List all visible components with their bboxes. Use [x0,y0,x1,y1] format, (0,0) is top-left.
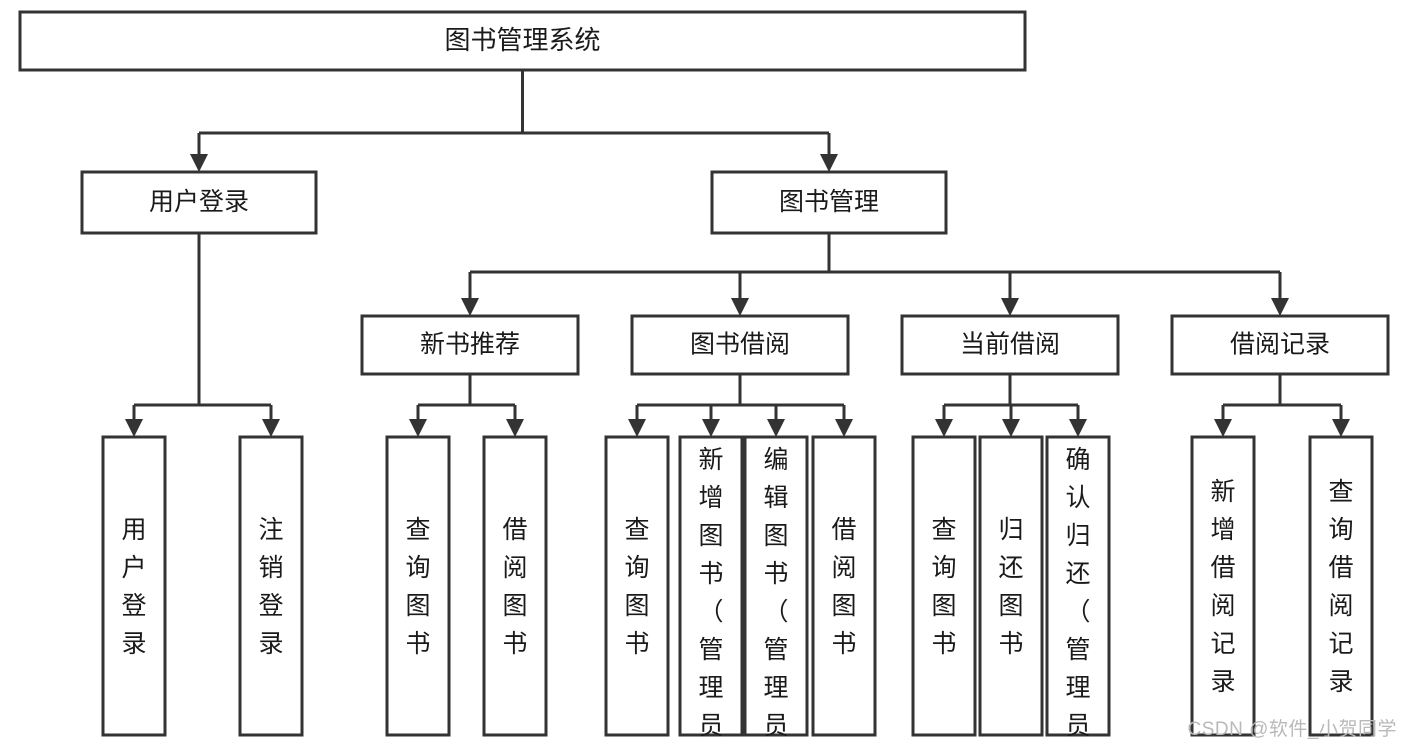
node-label: 查询借阅记录 [1328,478,1353,696]
node-l3_a2[interactable]: 注销登录 [238,435,304,737]
node-box [238,435,304,737]
node-box [978,435,1044,737]
arrow-head-icon [1271,298,1289,316]
node-box [630,314,850,376]
arrow-head-icon [1332,419,1350,437]
arrow-head-icon [506,419,524,437]
node-l3_d1[interactable]: 查询图书 [911,435,977,737]
node-l1_user_login[interactable]: 用户登录 [80,170,318,235]
node-box [604,435,670,737]
node-label: 借阅图书 [831,516,856,658]
node-label: 归还图书 [998,516,1023,658]
node-l3_c2[interactable]: 新增图书（管理员） [678,435,744,747]
node-box [743,435,809,737]
node-box [385,435,451,737]
node-box [1045,435,1111,737]
node-label: 用户登录 [149,188,249,216]
node-label: 新增借阅记录 [1210,478,1235,696]
node-root[interactable]: 图书管理系统 [18,10,1027,72]
node-label: 查询图书 [624,516,649,658]
node-label: 编辑图书（管理员） [763,446,788,747]
node-label: 确认归还（管理员） [1065,446,1090,747]
node-l3_b1[interactable]: 查询图书 [385,435,451,737]
node-label: 图书管理系统 [444,25,600,55]
node-l3_c1[interactable]: 查询图书 [604,435,670,737]
arrow-head-icon [1069,419,1087,437]
node-l2_loan_record[interactable]: 借阅记录 [1170,314,1390,376]
node-box [18,10,1027,72]
arrow-head-icon [767,419,785,437]
node-l3_b2[interactable]: 借阅图书 [482,435,548,737]
arrow-head-icon [1001,298,1019,316]
node-l3_e1[interactable]: 新增借阅记录 [1190,435,1256,737]
node-box [1308,435,1374,737]
node-l2_book_borrow[interactable]: 图书借阅 [630,314,850,376]
node-box [101,435,167,737]
node-box [811,435,877,737]
node-box [80,170,318,235]
node-label: 图书管理 [779,188,879,216]
node-l3_c3[interactable]: 编辑图书（管理员） [743,435,809,747]
node-box [900,314,1120,376]
node-label: 借阅图书 [502,516,527,658]
arrow-head-icon [731,298,749,316]
node-l3_d3[interactable]: 确认归还（管理员） [1045,435,1111,747]
node-l3_c4[interactable]: 借阅图书 [811,435,877,737]
arrow-head-icon [935,419,953,437]
nodes-layer: 图书管理系统用户登录图书管理新书推荐图书借阅当前借阅借阅记录用户登录注销登录查询… [18,10,1390,747]
arrow-head-icon [125,419,143,437]
node-l3_a1[interactable]: 用户登录 [101,435,167,737]
node-l3_e2[interactable]: 查询借阅记录 [1308,435,1374,737]
arrow-head-icon [1214,419,1232,437]
node-label: 用户登录 [121,516,146,658]
arrow-head-icon [835,419,853,437]
arrow-head-icon [461,298,479,316]
arrow-head-icon [190,154,208,172]
node-box [678,435,744,737]
arrow-head-icon [1002,419,1020,437]
arrow-head-icon [628,419,646,437]
node-box [710,170,948,235]
arrow-head-icon [409,419,427,437]
node-box [360,314,580,376]
node-label: 查询图书 [931,516,956,658]
node-l1_book_mgmt[interactable]: 图书管理 [710,170,948,235]
node-label: 借阅记录 [1230,331,1330,359]
node-l2_current_loan[interactable]: 当前借阅 [900,314,1120,376]
node-box [911,435,977,737]
node-label: 新书推荐 [420,331,520,359]
arrow-head-icon [262,419,280,437]
node-l3_d2[interactable]: 归还图书 [978,435,1044,737]
node-box [482,435,548,737]
node-label: 注销登录 [258,516,283,658]
node-box [1170,314,1390,376]
node-box [1190,435,1256,737]
arrow-head-icon [820,154,838,172]
node-label: 图书借阅 [690,331,790,359]
edges-layer [125,70,1350,437]
node-label: 新增图书（管理员） [698,446,723,747]
arrow-head-icon [702,419,720,437]
node-label: 当前借阅 [960,331,1060,359]
node-label: 查询图书 [405,516,430,658]
node-l2_new_book_rec[interactable]: 新书推荐 [360,314,580,376]
